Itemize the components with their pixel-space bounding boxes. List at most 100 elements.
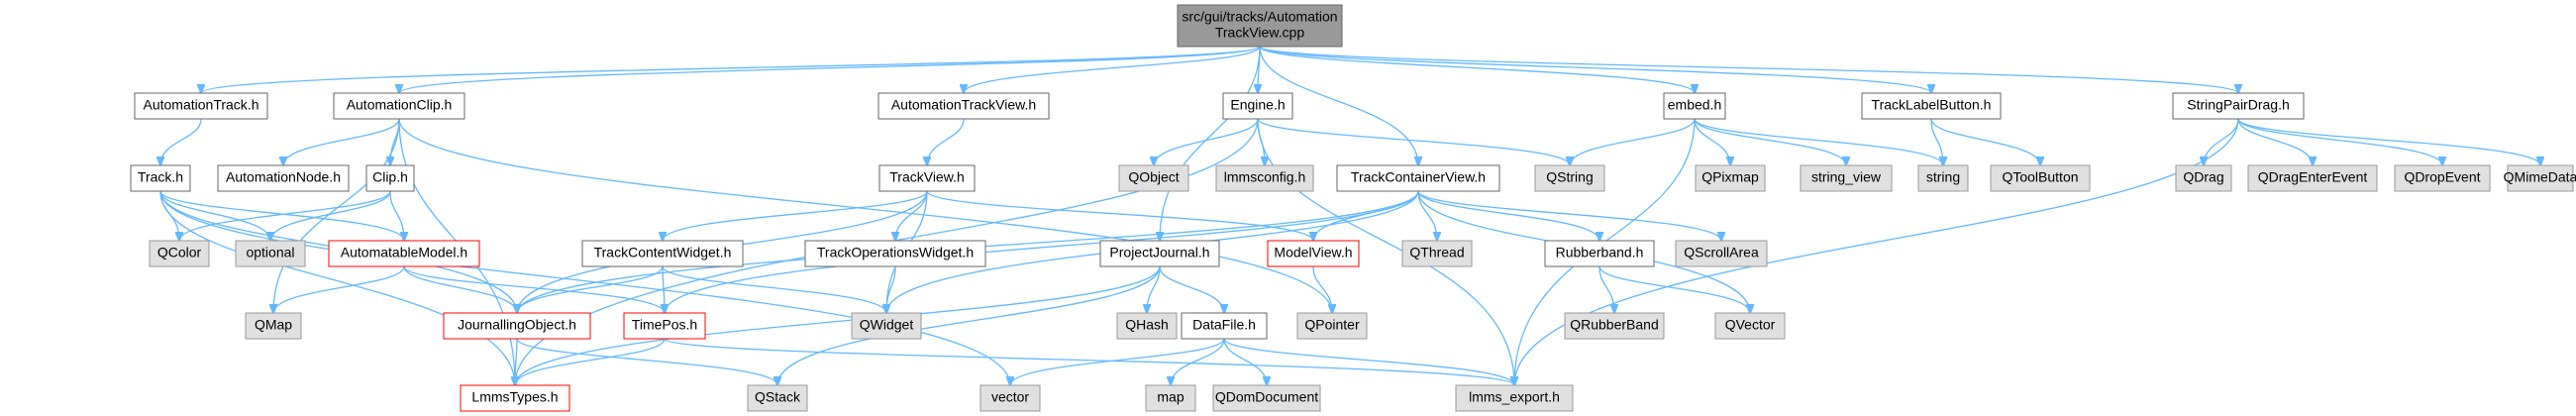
node-qobject: QObject <box>1118 164 1189 192</box>
node-automationclip-h[interactable]: AutomationClip.h <box>333 92 465 120</box>
edge-datafile-h-to-lmms-export-h <box>1223 338 1514 385</box>
edge-root-to-automationclip-h <box>399 46 1261 93</box>
node-label: lmms_export.h <box>1469 389 1560 405</box>
edge-trackcontainerview-h-to-qthread <box>1417 190 1437 241</box>
node-datafile-h[interactable]: DataFile.h <box>1181 312 1268 340</box>
node-modelview-h[interactable]: ModelView.h <box>1267 240 1360 267</box>
node-box <box>581 240 744 267</box>
node-stringpairdrag-h[interactable]: StringPairDrag.h <box>2172 92 2305 120</box>
node-box <box>134 92 268 120</box>
node-box <box>2247 164 2378 192</box>
node-box <box>851 312 922 340</box>
node-label: lmmsconfig.h <box>1224 169 1305 185</box>
node-lmmstypes-h[interactable]: LmmsTypes.h <box>460 384 570 412</box>
edge-automatablemodel-h-to-timepos-h <box>403 265 665 313</box>
node-label: QPixmap <box>1701 169 1759 185</box>
node-label: Clip.h <box>372 169 408 185</box>
node-box <box>1401 240 1473 267</box>
node-label: ProjectJournal.h <box>1109 245 1209 260</box>
node-box <box>2394 164 2491 192</box>
node-box <box>979 384 1041 412</box>
edge-automationtrackview-h-to-trackview-h <box>927 118 965 165</box>
edge-root-to-stringpairdrag-h <box>1259 46 2238 93</box>
node-box <box>1455 384 1574 412</box>
node-track-h[interactable]: Track.h <box>130 164 191 192</box>
node-automationtrack-h[interactable]: AutomationTrack.h <box>134 92 268 120</box>
edge-track-h-to-lmmstypes-h <box>159 190 515 385</box>
node-label: QRubberBand <box>1570 317 1659 333</box>
node-label: QStack <box>755 389 801 405</box>
node-rubberband-h[interactable]: Rubberband.h <box>1544 240 1655 267</box>
node-box <box>217 164 350 192</box>
node-label: AutomationNode.h <box>226 169 341 185</box>
node-qdomdocument: QDomDocument <box>1212 384 1321 412</box>
node-box <box>149 240 210 267</box>
edge-tracklabelbutton-h-to-qtoolbutton <box>1930 118 2040 165</box>
node-engine-h[interactable]: Engine.h <box>1222 92 1293 120</box>
node-automationnode-h[interactable]: AutomationNode.h <box>217 164 350 192</box>
node-string: string <box>1917 164 1969 192</box>
edge-stringpairdrag-h-to-qdragenterevent <box>2237 118 2313 165</box>
node-label: LmmsTypes.h <box>471 389 558 405</box>
edge-trackcontentwidget-h-to-journallingobject-h <box>517 265 664 313</box>
dependency-nodes: src/gui/tracks/AutomationTrackView.cppAu… <box>130 4 2576 412</box>
edge-embed-h-to-qpixmap <box>1694 118 1730 165</box>
node-automatablemodel-h[interactable]: AutomatableModel.h <box>328 240 480 267</box>
edge-automationclip-h-to-automationnode-h <box>283 118 400 165</box>
node-box <box>130 164 191 192</box>
node-box <box>747 384 808 412</box>
node-box <box>1544 240 1655 267</box>
node-label: AutomatableModel.h <box>341 245 467 260</box>
node-tracklabelbutton-h[interactable]: TrackLabelButton.h <box>1861 92 2002 120</box>
node-box <box>1215 164 1314 192</box>
node-qwidget: QWidget <box>851 312 922 340</box>
edge-trackcontentwidget-h-to-timepos-h <box>663 265 665 313</box>
edge-root-to-trackcontainerview-h <box>1259 46 1418 165</box>
edge-trackcontainerview-h-to-modelview-h <box>1313 190 1419 241</box>
node-journallingobject-h[interactable]: JournallingObject.h <box>443 312 591 340</box>
node-label: AutomationTrack.h <box>144 97 259 113</box>
node-label: map <box>1157 389 1184 405</box>
node-optional: optional <box>235 240 306 267</box>
node-box <box>1118 164 1189 192</box>
node-string-view: string_view <box>1800 164 1893 192</box>
edge-clip-h-to-automatablemodel-h <box>389 190 404 241</box>
edge-trackcontainerview-h-to-timepos-h <box>665 190 1419 313</box>
node-label: JournallingObject.h <box>458 317 576 333</box>
edge-modelview-h-to-qpointer <box>1312 265 1332 313</box>
node-label: QToolButton <box>2002 169 2078 185</box>
node-label: string_view <box>1811 169 1882 185</box>
node-projectjournal-h[interactable]: ProjectJournal.h <box>1099 240 1220 267</box>
edge-engine-h-to-qobject <box>1154 118 1259 165</box>
node-qmimedata: QMimeData <box>2504 164 2576 192</box>
edge-automationtrack-h-to-track-h <box>160 118 202 165</box>
edge-engine-h-to-qstring <box>1257 118 1570 165</box>
node-box <box>333 92 465 120</box>
node-box <box>1534 164 1605 192</box>
node-clip-h[interactable]: Clip.h <box>365 164 415 192</box>
node-trackcontentwidget-h[interactable]: TrackContentWidget.h <box>581 240 744 267</box>
edge-automatablemodel-h-to-qmap <box>273 265 405 313</box>
node-label: QDropEvent <box>2404 169 2480 185</box>
node-trackcontainerview-h[interactable]: TrackContainerView.h <box>1336 164 1500 192</box>
node-trackoperationswidget-h[interactable]: TrackOperationsWidget.h <box>804 240 986 267</box>
node-label: TrackView.cpp <box>1215 25 1304 41</box>
node-timepos-h[interactable]: TimePos.h <box>623 312 706 340</box>
node-embed-h[interactable]: embed.h <box>1663 92 1726 120</box>
node-trackview-h[interactable]: TrackView.h <box>878 164 976 192</box>
edge-clip-h-to-optional <box>270 190 391 241</box>
node-label: QThread <box>1409 245 1464 260</box>
node-label: DataFile.h <box>1192 317 1256 333</box>
node-label: TrackView.h <box>889 169 964 185</box>
edge-automationclip-h-to-qmap <box>273 118 400 313</box>
edge-datafile-h-to-vector <box>1010 338 1225 385</box>
node-label: QMimeData <box>2504 169 2576 185</box>
node-box <box>1800 164 1893 192</box>
node-box <box>2507 164 2574 192</box>
node-automationtrackview-h[interactable]: AutomationTrackView.h <box>877 92 1050 120</box>
node-qtoolbutton: QToolButton <box>1990 164 2091 192</box>
node-label: QHash <box>1125 317 1169 333</box>
node-label: Rubberband.h <box>1556 245 1644 260</box>
node-box <box>1714 312 1786 340</box>
